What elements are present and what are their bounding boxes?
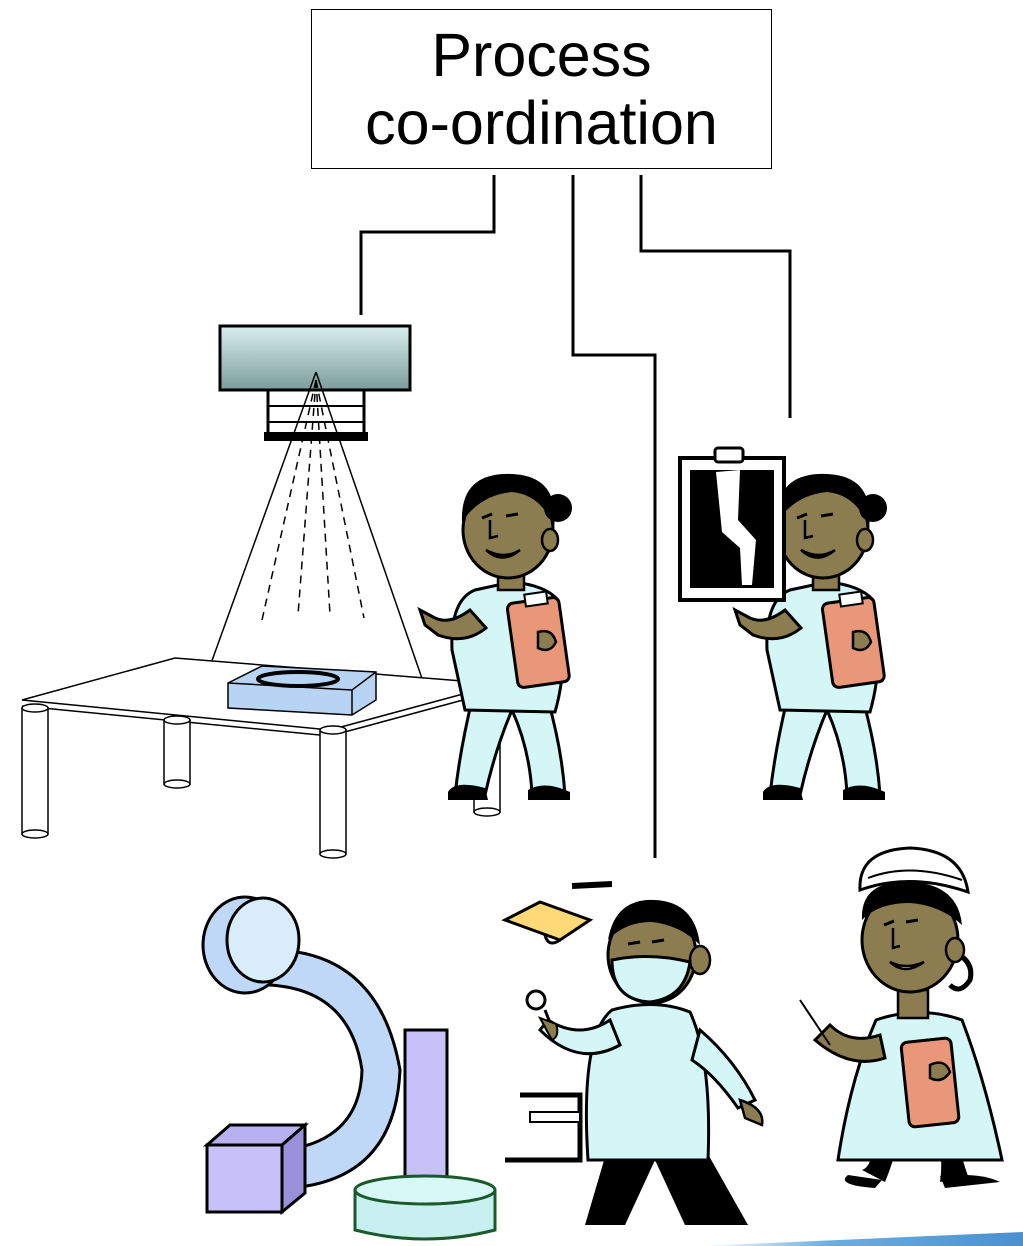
accent-line [700,1232,1023,1246]
connector-lines [359,175,792,858]
staff-person-with-x-ray-film-icon [678,446,889,802]
x-ray-imaging-table-icon [21,324,501,859]
surgeon-with-mask-icon [501,881,764,1225]
c-arm-x-ray-machine-icon [201,895,497,1241]
nurse-with-clipboard-icon [799,846,1004,1188]
staff-person-with-clipboard-icon [418,472,574,802]
process-coordination-box: Process co-ordination [311,9,772,169]
title-line-2: co-ordination [365,89,718,157]
title-line-1: Process [431,21,652,89]
